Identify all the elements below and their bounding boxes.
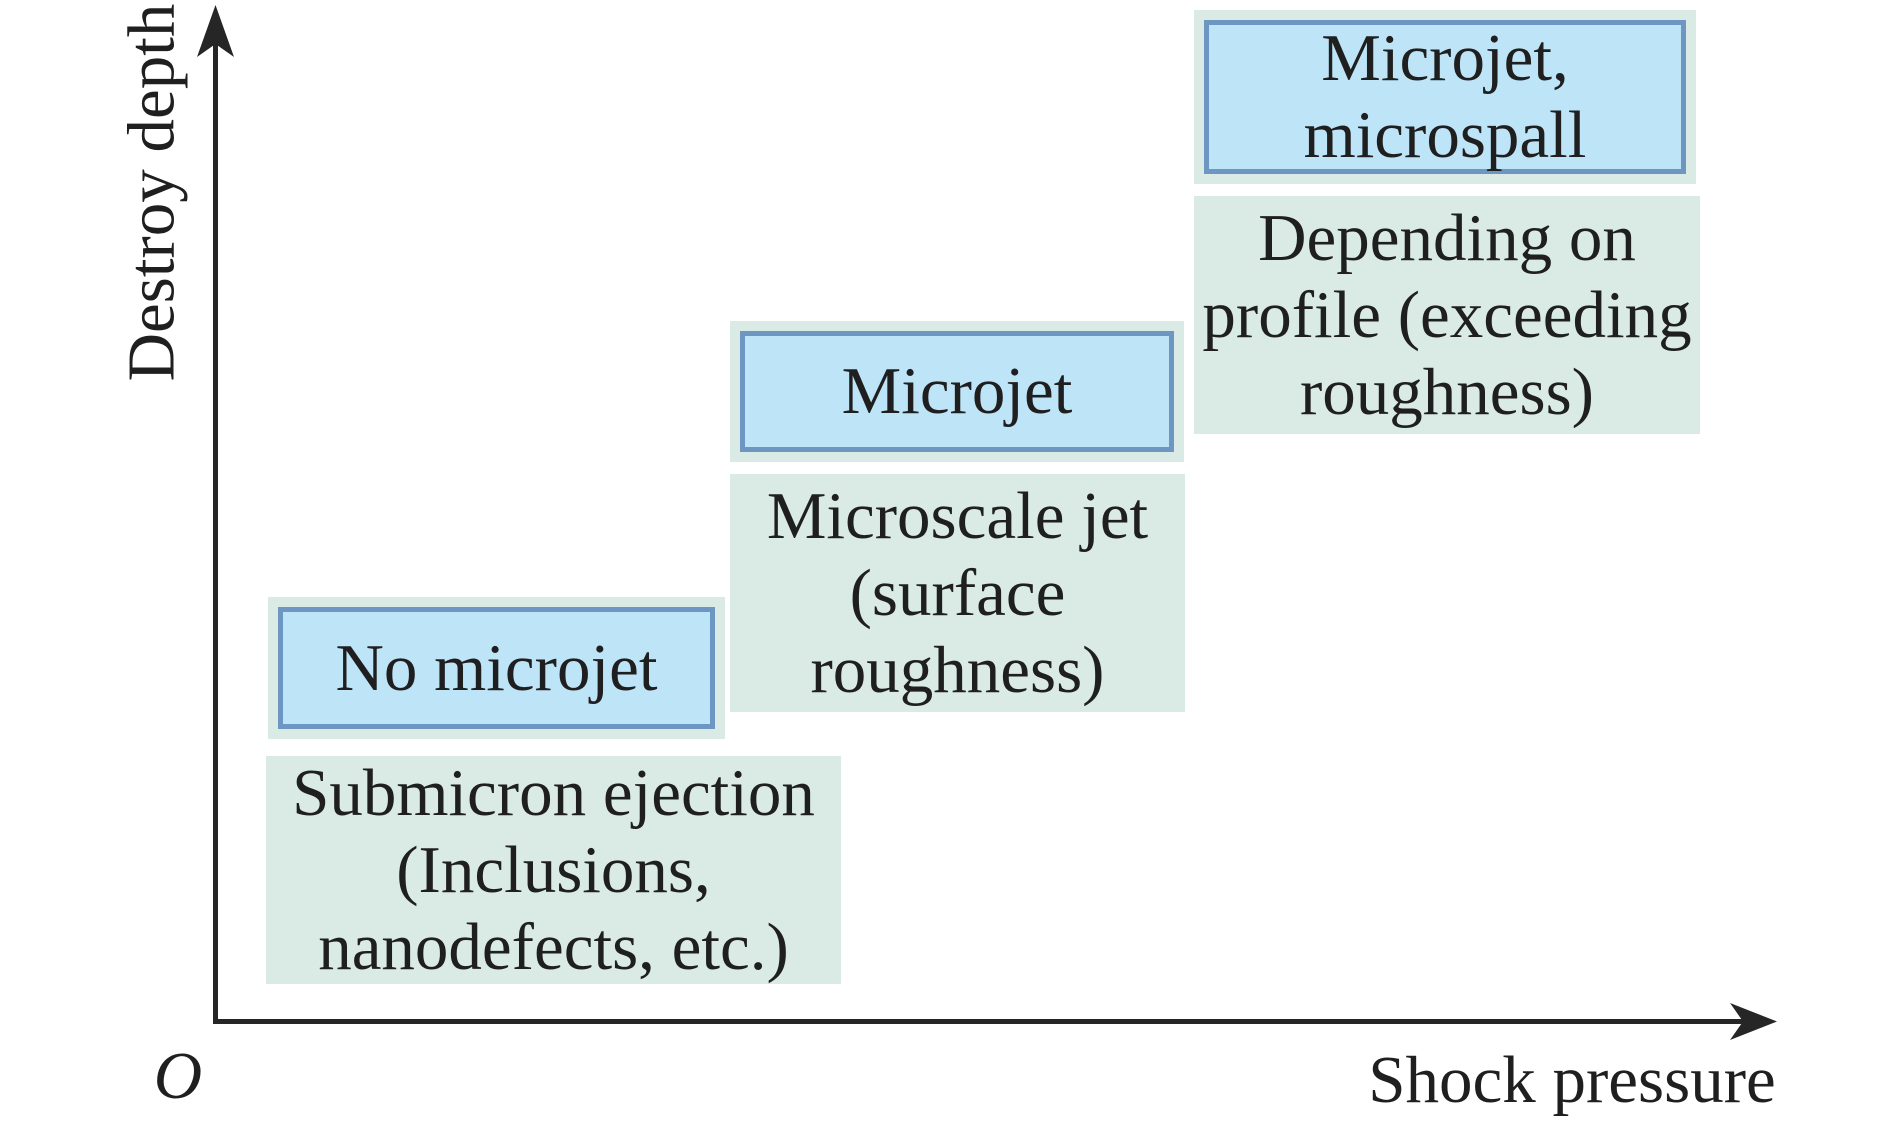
stage-description: Submicron ejection (Inclusions, nanodefe… [292, 755, 815, 984]
stage-title-box: No microjet [278, 607, 715, 729]
stage-title: No microjet [335, 630, 658, 705]
stage-title: Microjet [841, 354, 1073, 428]
stage-description: Microscale jet (surface roughness) [766, 478, 1149, 707]
y-axis-label: Destroy depth [114, 3, 189, 382]
x-axis-label: Shock pressure [1368, 1043, 1776, 1117]
stage-description-panel: Depending on profile (exceeding roughnes… [1194, 196, 1700, 434]
origin-label: O [153, 1039, 203, 1113]
stage-title-box: Microjet, microspall [1204, 20, 1686, 174]
stage-description: Depending on profile (exceeding roughnes… [1202, 200, 1692, 429]
x-axis-arrowhead-icon [1730, 1003, 1777, 1040]
stage-title: Microjet, microspall [1303, 21, 1587, 172]
y-axis-arrowhead-icon [197, 5, 234, 57]
stage-title-box: Microjet [740, 331, 1174, 452]
stage-description-panel: Submicron ejection (Inclusions, nanodefe… [266, 756, 841, 984]
stage-description-panel: Microscale jet (surface roughness) [730, 474, 1185, 712]
